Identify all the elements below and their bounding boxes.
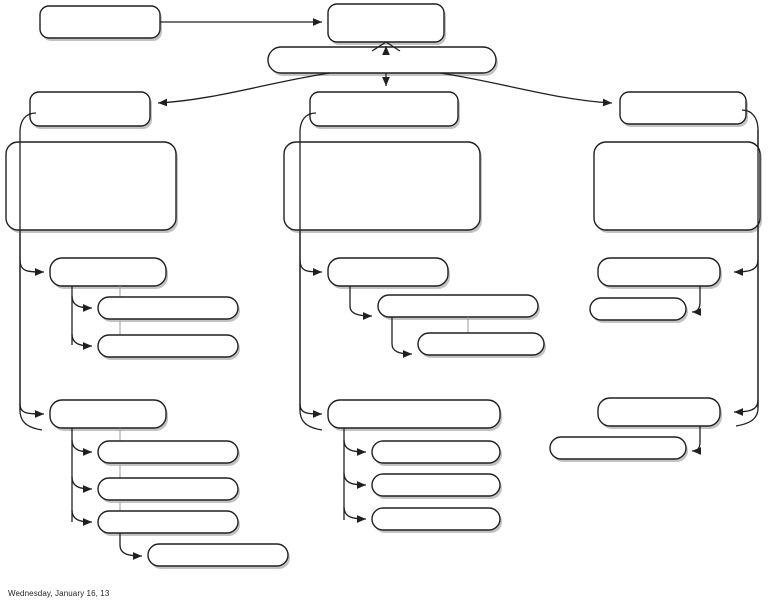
node-top-left[interactable] bbox=[39, 5, 162, 41]
node-right-body[interactable] bbox=[593, 141, 762, 233]
node-left-s2[interactable] bbox=[49, 399, 168, 431]
connector-left-spine-to-s2 bbox=[19, 403, 45, 418]
node-right-s2[interactable] bbox=[597, 397, 722, 429]
connector-center-s2-to-a bbox=[343, 439, 367, 456]
node-center-body[interactable] bbox=[283, 141, 482, 233]
node-left-s1-b[interactable] bbox=[97, 334, 240, 360]
connector-left-spine-to-s1 bbox=[19, 259, 45, 276]
node-center-s1-b[interactable] bbox=[417, 332, 546, 358]
connector-center-spine-to-s2 bbox=[299, 403, 323, 418]
connector-bar-to-right-branch bbox=[439, 72, 613, 107]
node-root[interactable] bbox=[327, 3, 446, 45]
connector-center-s2-to-b bbox=[343, 472, 367, 489]
node-center-s1-a[interactable] bbox=[377, 294, 540, 320]
node-center-s2-c[interactable] bbox=[371, 507, 502, 533]
node-left-s2-a[interactable] bbox=[97, 440, 240, 466]
node-left-s1-a[interactable] bbox=[97, 296, 240, 322]
connector-right-spine-to-s1 bbox=[733, 259, 759, 276]
connector-left-s2-to-c bbox=[71, 509, 93, 526]
node-center-s2-b[interactable] bbox=[371, 473, 502, 499]
connector-bar-splay-left bbox=[371, 41, 401, 52]
connector-right-s2-to-a bbox=[691, 426, 702, 455]
node-wide-bar[interactable] bbox=[267, 46, 498, 76]
node-center-s1[interactable] bbox=[327, 257, 450, 289]
connector-left-s1-to-a bbox=[71, 295, 93, 312]
node-branch-left[interactable] bbox=[29, 91, 152, 129]
node-center-s2-a[interactable] bbox=[371, 440, 502, 466]
node-left-s2-d[interactable] bbox=[147, 543, 290, 569]
node-left-s2-c[interactable] bbox=[97, 510, 240, 536]
node-branch-right[interactable] bbox=[619, 91, 748, 127]
connector-left-s2-to-b bbox=[71, 476, 93, 493]
connector-left-s2-to-a bbox=[71, 439, 93, 456]
connector-center-s1a-to-b bbox=[391, 317, 413, 358]
node-right-s1[interactable] bbox=[597, 257, 722, 289]
connector-center-s1-to-a bbox=[349, 286, 373, 320]
connector-left-s1-to-b bbox=[71, 333, 93, 350]
node-center-s2[interactable] bbox=[327, 399, 502, 431]
connector-right-s1-to-a bbox=[691, 286, 702, 316]
node-left-s2-b[interactable] bbox=[97, 477, 240, 503]
footer-date: Wednesday, January 16, 13 bbox=[8, 589, 110, 598]
node-branch-center[interactable] bbox=[309, 91, 460, 129]
connector-center-spine-to-s1 bbox=[299, 259, 323, 276]
connector-center-s2-to-c bbox=[343, 506, 367, 523]
node-left-s1[interactable] bbox=[49, 257, 168, 289]
node-right-s1-a[interactable] bbox=[589, 297, 688, 323]
connector-left-s2c-to-d bbox=[119, 533, 143, 560]
node-left-body[interactable] bbox=[5, 141, 178, 233]
node-right-s2-a[interactable] bbox=[549, 436, 688, 462]
connector-bar-to-left-branch bbox=[157, 72, 331, 107]
connector-right-spine-to-s2 bbox=[733, 399, 759, 416]
